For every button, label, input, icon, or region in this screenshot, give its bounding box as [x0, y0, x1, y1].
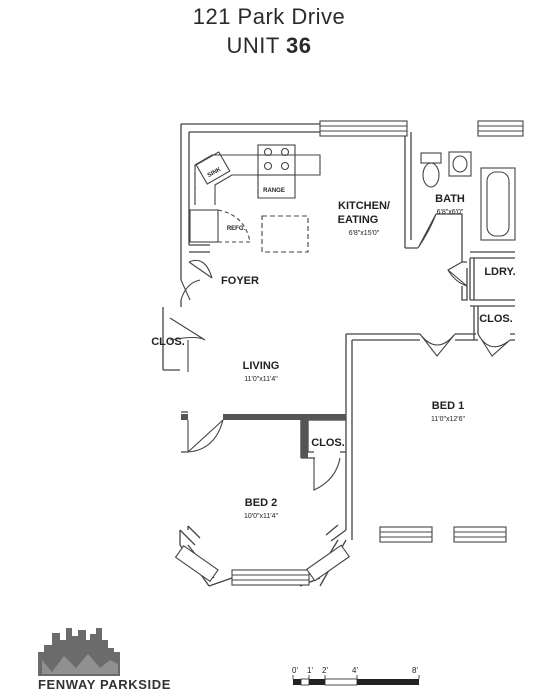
toilet-tank: [420, 152, 442, 164]
brand-name: FENWAY PARKSIDE: [38, 677, 172, 692]
door-foyer: [180, 279, 201, 301]
counter-outline: [194, 154, 321, 205]
window-bed2-bottom: [231, 569, 310, 586]
window-bath: [477, 120, 524, 137]
living-dims: 11'0"x11'4": [244, 376, 278, 383]
door-bath: [417, 213, 437, 249]
skyline-icon: [38, 628, 120, 676]
closet-bed1-wall: [473, 306, 479, 340]
toilet-bowl: [422, 162, 440, 188]
bath-label: BATH: [435, 193, 465, 205]
door-bed1-closet: [477, 333, 511, 357]
closet-bed2-label: CLOS.: [311, 437, 345, 449]
kitchen-counters: [189, 144, 321, 253]
window-bed2-right: [306, 544, 350, 582]
fridge-door: [217, 209, 251, 243]
bed2-dims: 10'0"x11'4": [244, 513, 278, 520]
door-laundry: [447, 261, 468, 287]
bed1-wall: [345, 333, 515, 540]
sink: [195, 151, 231, 185]
bay-wall: [179, 524, 347, 587]
brand-logo: [38, 628, 120, 676]
counter-dashed: [194, 165, 259, 205]
bed1-dims: 11'0"x12'6": [431, 416, 465, 423]
window-bed1-right: [453, 526, 507, 543]
property-address: 121 Park Drive: [192, 4, 346, 29]
living-label: LIVING: [243, 360, 280, 372]
kitchen-label-1: KITCHEN/: [338, 200, 390, 212]
thick-wall-left: [181, 414, 188, 420]
closet-living-label: CLOS.: [151, 336, 185, 348]
outer-wall-top-left: [180, 124, 190, 280]
range-top: [257, 144, 296, 176]
kitchen-island: [261, 215, 309, 253]
kitchen-label-2: EATING: [338, 214, 379, 226]
door-entry: [188, 259, 213, 279]
unit-label: UNIT 36: [0, 33, 538, 59]
scale-label-0: 0': [292, 666, 298, 675]
bath-sink: [448, 151, 472, 177]
kitchen-dims: 6'8"x15'0": [349, 230, 380, 237]
bathtub: [480, 167, 516, 241]
bath-wall: [404, 132, 468, 301]
refrigerator-label: REFG.: [227, 226, 246, 232]
scale-label-8: 8': [412, 666, 418, 675]
bath-fixtures: [420, 151, 516, 241]
scale-label-1: 1': [307, 666, 313, 675]
bath-dims: 6'8"x6'0": [437, 209, 464, 216]
thick-wall-closet: [301, 420, 308, 458]
window-bed2-left: [174, 545, 219, 583]
unit-number: 36: [286, 33, 312, 58]
window-kitchen: [319, 120, 408, 137]
interior-walls: [181, 132, 515, 540]
bed1-label: BED 1: [432, 400, 464, 412]
windows: [174, 120, 524, 586]
scale-label-2: 2': [322, 666, 328, 675]
door-living-closet: [169, 317, 206, 372]
unit-prefix: UNIT: [226, 33, 287, 58]
window-bed1-left: [379, 526, 433, 543]
sink-label: SINK: [207, 166, 223, 179]
thick-wall: [223, 414, 346, 420]
laundry-label: LDRY.: [484, 266, 515, 278]
foyer-label: FOYER: [221, 275, 259, 287]
door-bed1: [419, 333, 456, 357]
scale-label-4: 4': [352, 666, 358, 675]
laundry-wall: [469, 251, 515, 307]
living-wall: [181, 411, 188, 453]
refrigerator: [189, 209, 219, 243]
door-bed2: [187, 419, 224, 453]
foyer-wall: [189, 244, 210, 253]
scale-bar: 0' 1' 2' 4' 8': [292, 666, 420, 686]
left-wall-lower: [162, 300, 182, 371]
doors: [169, 213, 511, 491]
closet-bed1-label: CLOS.: [479, 313, 513, 325]
range-label: RANGE: [263, 188, 285, 194]
bed2-label: BED 2: [245, 497, 277, 509]
door-bed2-closet: [313, 457, 341, 491]
